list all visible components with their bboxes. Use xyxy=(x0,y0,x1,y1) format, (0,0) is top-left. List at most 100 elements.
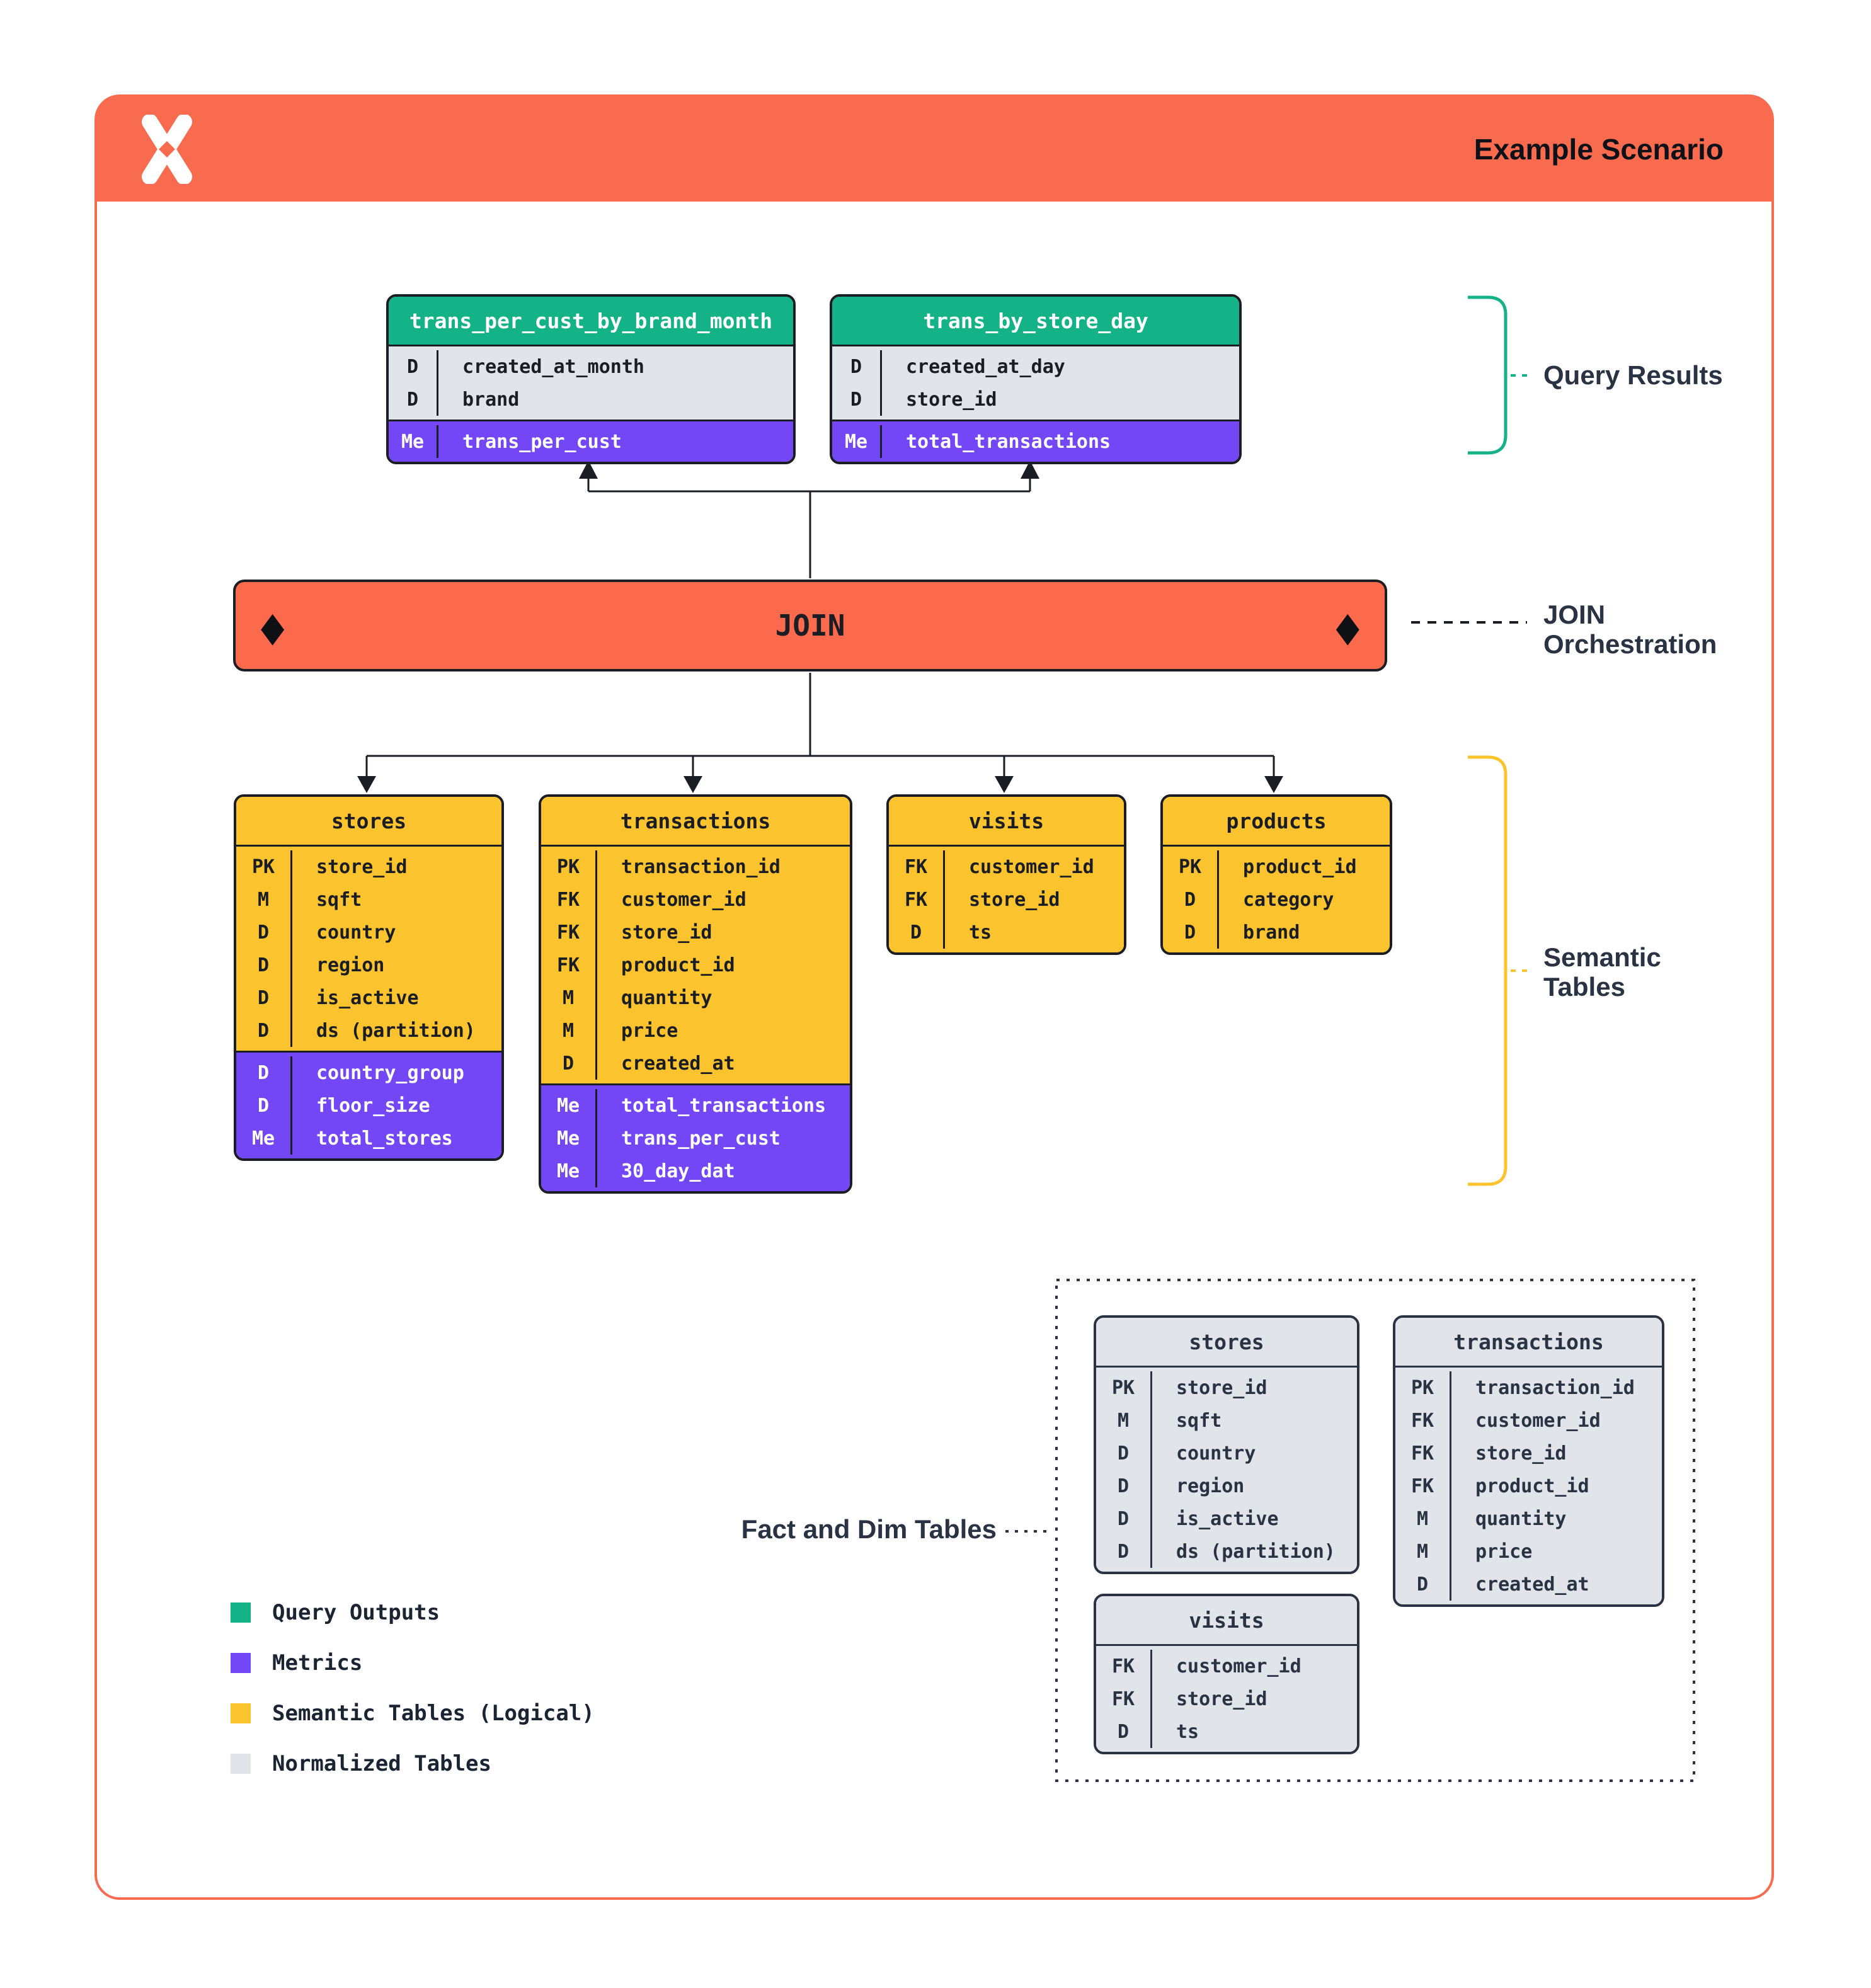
table-title: products xyxy=(1163,797,1390,845)
row-key: M xyxy=(1395,1502,1451,1535)
legend: Query Outputs Metrics Semantic Tables (L… xyxy=(231,1600,595,1776)
row-value: country_group xyxy=(316,1061,464,1084)
legend-item-semantic-tables: Semantic Tables (Logical) xyxy=(231,1701,595,1726)
row-key: Me xyxy=(832,425,882,458)
row-value: sqft xyxy=(1176,1409,1222,1432)
row-key: D xyxy=(1096,1470,1152,1502)
row-key: D xyxy=(889,916,945,949)
row-key: D xyxy=(1096,1535,1152,1568)
row-value: region xyxy=(1176,1475,1245,1497)
yellow-swatch-icon xyxy=(231,1703,251,1723)
legend-item-query-outputs: Query Outputs xyxy=(231,1600,595,1625)
row-value: ds (partition) xyxy=(316,1019,476,1042)
legend-item-normalized-tables: Normalized Tables xyxy=(231,1751,595,1776)
legend-label: Semantic Tables (Logical) xyxy=(272,1701,595,1726)
row-key: M xyxy=(1395,1535,1451,1568)
row-value: ts xyxy=(1176,1720,1199,1743)
query-results-annotation: Query Results xyxy=(1543,360,1723,390)
legend-label: Metrics xyxy=(272,1650,363,1676)
row-key: D xyxy=(832,383,882,416)
row-key: D xyxy=(1096,1502,1152,1535)
row-value: price xyxy=(621,1019,678,1042)
row-key: Me xyxy=(389,425,438,458)
row-key: D xyxy=(541,1047,597,1080)
pinwheel-x-logo-icon xyxy=(141,115,193,184)
table-title: stores xyxy=(1096,1318,1357,1366)
table-title: transactions xyxy=(1395,1318,1662,1366)
row-key: PK xyxy=(1096,1371,1152,1404)
diamond-icon: ◆ xyxy=(1336,594,1359,656)
metric-section: Me total_transactions xyxy=(832,420,1239,462)
page-title: Example Scenario xyxy=(1473,133,1724,166)
row-value: sqft xyxy=(316,888,362,911)
row-value: is_active xyxy=(1176,1507,1279,1530)
row-key: D xyxy=(389,383,438,416)
row-key: M xyxy=(236,883,292,916)
row-value: is_active xyxy=(316,986,419,1009)
row-value: trans_per_cust xyxy=(621,1127,781,1150)
row-value: store_id xyxy=(1176,1376,1267,1399)
row-key: D xyxy=(236,1089,292,1122)
row-value: total_transactions xyxy=(906,430,1111,453)
table-title: stores xyxy=(236,797,501,845)
row-value: customer_id xyxy=(1176,1655,1302,1677)
row-key: PK xyxy=(236,850,292,883)
row-value: ds (partition) xyxy=(1176,1540,1336,1563)
row-value: created_at_month xyxy=(462,355,644,378)
row-value: brand xyxy=(1243,921,1300,944)
row-key: M xyxy=(541,1014,597,1047)
row-key: D xyxy=(236,1056,292,1089)
row-key: D xyxy=(1395,1568,1451,1601)
row-key: D xyxy=(832,350,882,383)
row-value: region xyxy=(316,954,385,976)
row-key: FK xyxy=(889,883,945,916)
row-key: Me xyxy=(236,1122,292,1155)
row-value: store_id xyxy=(621,921,712,944)
table-title: trans_by_store_day xyxy=(832,297,1239,345)
card-header: Example Scenario xyxy=(97,97,1771,202)
table-title: trans_per_cust_by_brand_month xyxy=(389,297,793,345)
row-value: store_id xyxy=(1176,1688,1267,1710)
gray-swatch-icon xyxy=(231,1754,251,1774)
row-value: created_at_day xyxy=(906,355,1065,378)
row-value: product_id xyxy=(621,954,735,976)
row-value: customer_id xyxy=(621,888,747,911)
row-value: store_id xyxy=(1475,1442,1567,1465)
